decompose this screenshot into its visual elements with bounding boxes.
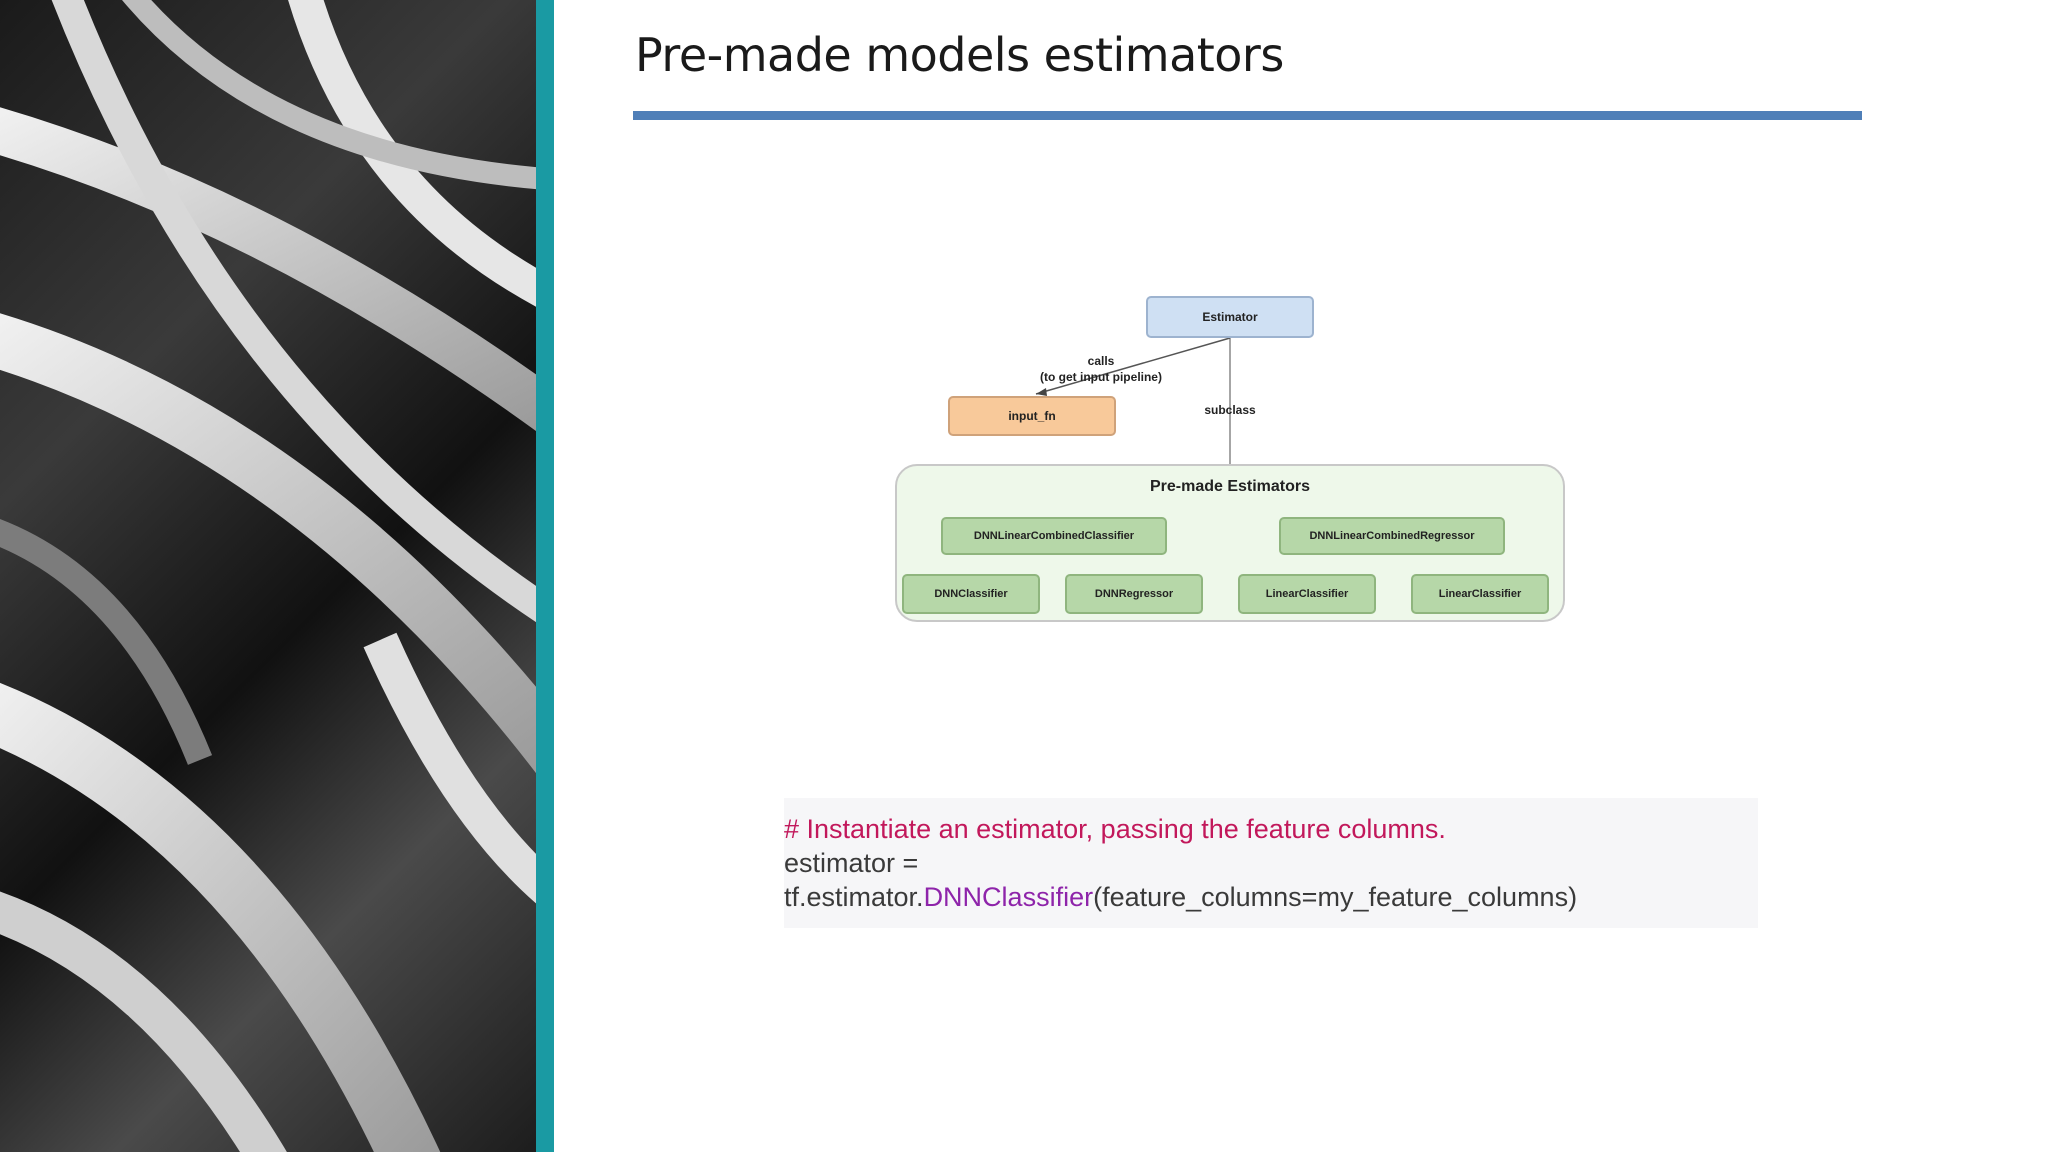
code-prefix: tf.estimator. — [784, 882, 924, 912]
calls-label-line2: (to get input pipeline) — [1040, 370, 1162, 384]
premade-group-title: Pre-made Estimators — [1149, 478, 1311, 495]
calls-connector — [1035, 337, 1231, 395]
accent-bar — [536, 0, 554, 1152]
linear-classifier-box-2: LinearClassifier — [1411, 574, 1549, 614]
code-snippet: # Instantiate an estimator, passing the … — [784, 798, 1758, 928]
calls-label: calls (to get input pipeline) — [1016, 353, 1186, 385]
code-args: (feature_columns=my_feature_columns) — [1093, 882, 1578, 912]
subclass-label: subclass — [1204, 403, 1256, 417]
architecture-photo — [0, 0, 536, 1152]
calls-arrowhead — [1036, 388, 1047, 396]
calls-label-line1: calls — [1087, 354, 1115, 368]
input-fn-box: input_fn — [948, 396, 1116, 436]
estimator-diagram: Estimator input_fn calls (to get input p… — [880, 280, 1580, 630]
code-line-2: estimator = — [784, 848, 919, 878]
linear-classifier-box: LinearClassifier — [1238, 574, 1376, 614]
code-comment: # Instantiate an estimator, passing the … — [784, 814, 1446, 844]
estimator-box: Estimator — [1146, 296, 1314, 338]
curved-beams-illustration — [0, 0, 536, 1152]
dnn-regressor-box: DNNRegressor — [1065, 574, 1203, 614]
diagram-connectors — [1035, 337, 1231, 464]
dnn-linear-combined-regressor-box: DNNLinearCombinedRegressor — [1279, 517, 1505, 555]
dnn-linear-combined-classifier-box: DNNLinearCombinedClassifier — [941, 517, 1167, 555]
code-line-3: tf.estimator.DNNClassifier(feature_colum… — [784, 880, 1758, 914]
dnn-classifier-box: DNNClassifier — [902, 574, 1040, 614]
page-title: Pre-made models estimators — [635, 28, 1284, 82]
title-divider — [633, 111, 1862, 120]
code-class-name: DNNClassifier — [923, 882, 1094, 912]
